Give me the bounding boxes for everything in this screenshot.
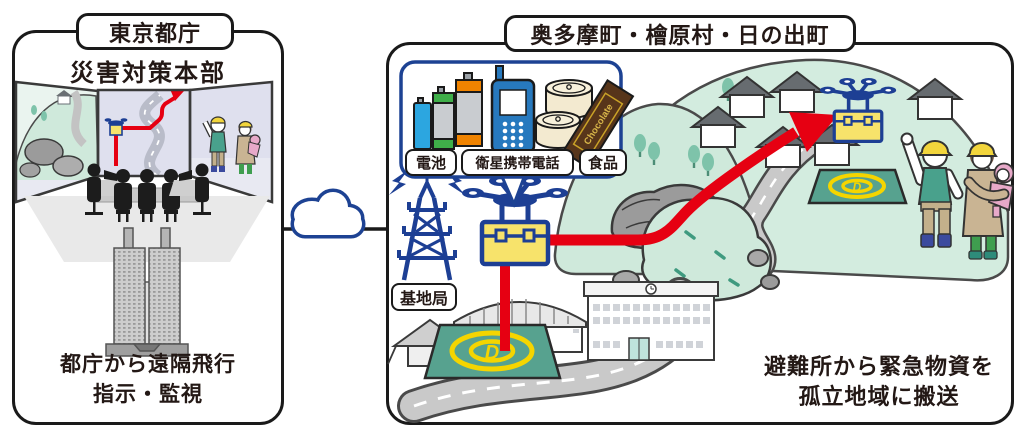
tokyo-caption-line2: 指示・監視: [93, 383, 203, 406]
base-station-label: 基地局: [391, 283, 457, 311]
delivery-caption-line1: 避難所から緊急物資を: [763, 354, 994, 379]
tokyo-panel-title: 東京都庁: [76, 13, 234, 50]
delivery-caption-line2: 孤立地域に搬送: [798, 384, 960, 409]
disaster-hq-subtitle: 災害対策本部: [70, 60, 226, 87]
tokyo-caption: 都庁から遠隔飛行 指示・監視: [12, 350, 284, 410]
food-label: 食品: [579, 149, 627, 176]
battery-label: 電池: [405, 149, 457, 176]
towns-panel-title: 奥多摩町・檜原村・日の出町: [504, 15, 856, 52]
network-connector: [282, 188, 388, 239]
tokyo-caption-line1: 都庁から遠隔飛行: [60, 353, 236, 376]
satellite-phone-label: 衛星携帯電話: [461, 149, 574, 176]
cloud-icon: [290, 188, 366, 239]
delivery-caption: 避難所から緊急物資を 孤立地域に搬送: [740, 352, 1018, 412]
